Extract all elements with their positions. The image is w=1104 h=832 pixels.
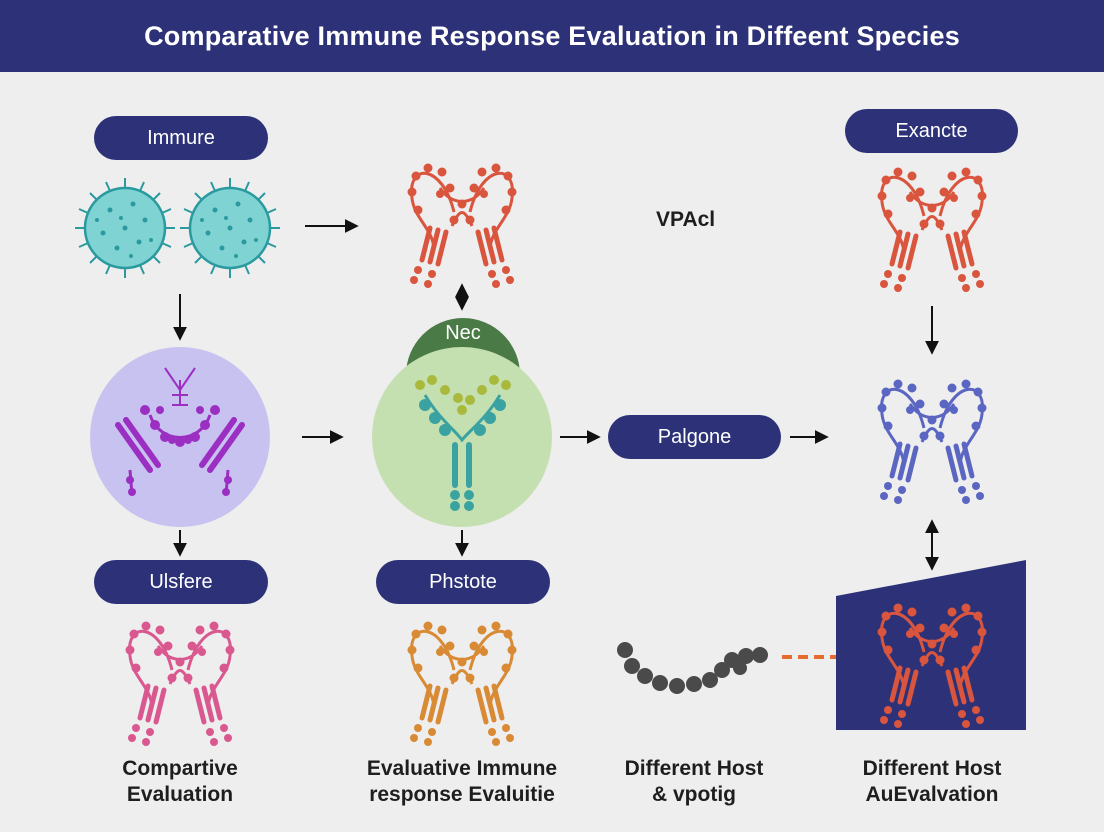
pill-palgone-label: Palgone — [657, 425, 732, 448]
pill-exancte-label: Exancte — [895, 119, 968, 142]
virus-left — [73, 176, 177, 280]
antibody-red-top-right — [878, 168, 987, 293]
antibody-pink — [126, 622, 235, 747]
caption-col2: Evaluative Immune response Evaluitie — [352, 756, 572, 808]
page-title: Comparative Immune Response Evaluation i… — [144, 20, 960, 51]
caption-col3: Different Host & vpotig — [584, 756, 804, 808]
grey-chain — [617, 642, 768, 694]
caption-col2-line1: Evaluative Immune — [366, 757, 558, 780]
green-cell — [372, 347, 552, 527]
caption-col3-line2: & vpotig — [652, 783, 736, 806]
virus-right — [178, 176, 282, 280]
antibody-green — [415, 375, 511, 511]
caption-col1-line2: Evaluation — [126, 783, 234, 806]
caption-col1: Compartive Evaluation — [70, 756, 290, 808]
vpacl-label: VPAcl — [656, 208, 716, 231]
antibody-red-top — [408, 164, 517, 289]
antibody-blue — [878, 380, 987, 505]
caption-col4: Different Host AuEvalvation — [822, 756, 1042, 808]
antibody-orange — [408, 622, 517, 747]
caption-col3-line1: Different Host — [624, 757, 764, 780]
pill-phstote-label: Phstote — [429, 570, 497, 593]
pill-phstote: Phstote — [376, 560, 550, 604]
nec-label: Nec — [445, 322, 481, 344]
pill-immure-label: Immure — [147, 126, 215, 149]
pill-exancte: Exancte — [845, 109, 1018, 153]
caption-col2-line2: response Evaluitie — [369, 783, 555, 806]
caption-col4-line2: AuEvalvation — [865, 783, 999, 806]
pill-immure: Immure — [94, 116, 268, 160]
pill-ulsfere-label: Ulsfere — [149, 570, 213, 593]
pill-palgone: Palgone — [608, 415, 781, 459]
antibody-purple — [115, 367, 245, 496]
caption-col4-line1: Different Host — [862, 757, 1002, 780]
pill-ulsfere: Ulsfere — [94, 560, 268, 604]
header-bar: Comparative Immune Response Evaluation i… — [0, 0, 1104, 72]
caption-col1-line1: Compartive — [122, 757, 238, 780]
